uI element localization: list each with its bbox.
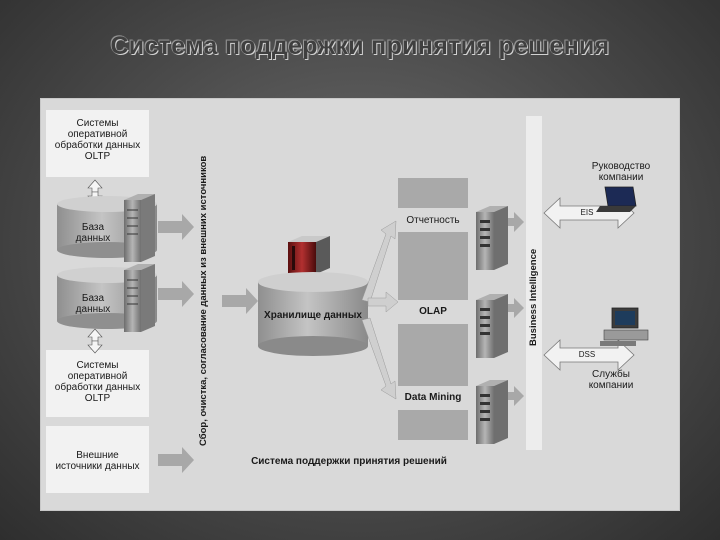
olap-label: OLAP bbox=[419, 306, 447, 317]
external-sources-label: Внешние источники данных bbox=[46, 450, 149, 472]
desktop-computer-icon bbox=[600, 307, 649, 346]
management-label: Руководство компании bbox=[576, 161, 666, 183]
analysis-to-bi-arrows bbox=[508, 212, 524, 406]
services-line-1: Службы bbox=[592, 369, 630, 380]
arrow-db2 bbox=[158, 281, 194, 307]
fan-arrows bbox=[361, 220, 399, 400]
management-line-1: Руководство bbox=[591, 161, 651, 172]
slide-title: Система поддержки принятия решения bbox=[110, 32, 610, 60]
db2-line-2: данных bbox=[75, 304, 111, 315]
db1-line-1: База bbox=[81, 222, 105, 233]
laptop-icon bbox=[596, 186, 637, 212]
oltp-top-line-3: обработки данных bbox=[54, 140, 141, 151]
oltp-bottom-box bbox=[46, 350, 149, 417]
oltp-top-line-1: Системы bbox=[76, 118, 119, 129]
server-data-mining-icon bbox=[476, 380, 508, 444]
reporting-label: Отчетность bbox=[406, 215, 460, 226]
server-olap-icon bbox=[476, 294, 508, 358]
arrow-db1 bbox=[158, 214, 194, 240]
bi-dss-double-arrow bbox=[543, 339, 635, 371]
external-sources-box bbox=[46, 426, 149, 493]
olap-panel bbox=[398, 300, 468, 324]
oltp-top-box bbox=[46, 110, 149, 177]
dss-label: DSS bbox=[578, 350, 596, 359]
arrow-etl-to-warehouse bbox=[222, 288, 258, 314]
server-db2-icon bbox=[124, 264, 155, 332]
updown-arrow-bottom-icon bbox=[87, 328, 103, 354]
server-reporting-icon bbox=[476, 206, 508, 270]
db1-line-2: данных bbox=[75, 233, 111, 244]
bi-bar bbox=[526, 116, 542, 450]
management-line-2: компании bbox=[598, 172, 644, 183]
bi-eis-double-arrow bbox=[543, 197, 635, 229]
oltp-top-line-2: оперативной bbox=[67, 129, 128, 140]
oltp-top-label: Системы оперативной обработки данных OLT… bbox=[46, 118, 149, 162]
warehouse-label: Хранилище данных bbox=[264, 310, 362, 321]
oltp-bottom-line-4: OLTP bbox=[84, 393, 111, 404]
services-line-2: компании bbox=[588, 380, 634, 391]
oltp-top-line-4: OLTP bbox=[84, 151, 111, 162]
warehouse-server-icon bbox=[288, 236, 330, 274]
etl-label: Сбор, очистка, согласование данных из вн… bbox=[198, 155, 209, 446]
server-db1-icon bbox=[124, 194, 155, 262]
db2-line-1: База bbox=[81, 293, 105, 304]
oltp-bottom-line-2: оперативной bbox=[67, 371, 128, 382]
data-mining-label: Data Mining bbox=[404, 392, 462, 403]
source-arrows bbox=[158, 214, 194, 473]
external-line-1: Внешние bbox=[76, 450, 119, 461]
etl-bar bbox=[196, 108, 212, 448]
warehouse-cylinder bbox=[258, 272, 368, 356]
data-mining-panel bbox=[398, 386, 468, 410]
arrow-external bbox=[158, 447, 194, 473]
bi-label: Business Intelligence bbox=[528, 248, 539, 346]
oltp-bottom-line-3: обработки данных bbox=[54, 382, 141, 393]
oltp-bottom-line-1: Системы bbox=[76, 360, 119, 371]
diagram-caption: Система поддержки принятия решений bbox=[251, 456, 447, 467]
reporting-panel bbox=[398, 208, 468, 232]
eis-label: EIS bbox=[580, 208, 594, 217]
db2-label: База данных bbox=[62, 293, 124, 315]
services-label: Службы компании bbox=[566, 369, 656, 391]
db1-label: База данных bbox=[62, 222, 124, 244]
oltp-bottom-label: Системы оперативной обработки данных OLT… bbox=[46, 360, 149, 404]
external-line-2: источники данных bbox=[55, 461, 140, 472]
